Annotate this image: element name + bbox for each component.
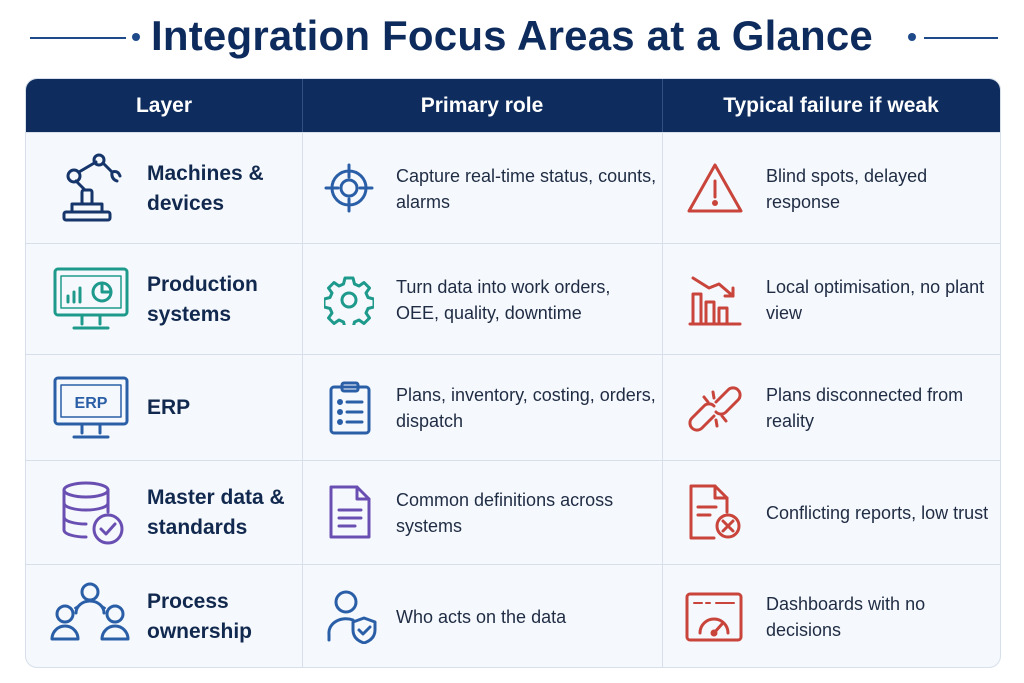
svg-text:ERP: ERP (75, 395, 108, 412)
failure-text: Dashboards with no decisions (766, 593, 926, 640)
table-row: ERP ERP Plans, inventory, costing, order… (26, 354, 1000, 461)
title-dot-right (908, 33, 916, 41)
layer-label: Process ownership (147, 589, 253, 643)
broken-link-icon (688, 382, 742, 436)
header-layer: Layer (135, 94, 193, 117)
title-rule-left (30, 37, 126, 39)
layer-cell: Production systems (26, 244, 302, 355)
failure-text: Conflicting reports, low trust (766, 503, 989, 523)
layer-label: Machines & devices (147, 161, 264, 215)
role-cell: Turn data into work orders, OEE, quality… (302, 244, 662, 355)
failure-cell: Local optimisation, no plant view (662, 244, 1000, 355)
title-row: Integration Focus Areas at a Glance (0, 0, 1024, 78)
table-row: Master data & standards Common definitio… (26, 460, 1000, 565)
layer-cell: ERP ERP (26, 355, 302, 461)
user-shield-icon (326, 590, 378, 644)
failure-cell: Blind spots, delayed response (662, 133, 1000, 244)
role-text: Plans, inventory, costing, orders, dispa… (396, 385, 656, 431)
erp-monitor-icon: ERP (52, 375, 130, 441)
gear-icon (324, 275, 374, 325)
database-check-icon (60, 481, 126, 547)
failure-text: Local optimisation, no plant view (766, 276, 985, 323)
title-dot-left (132, 33, 140, 41)
title-rule-right (924, 37, 998, 39)
failure-text: Blind spots, delayed response (766, 165, 928, 212)
layer-label: Production systems (147, 272, 258, 326)
layer-cell: Master data & standards (26, 461, 302, 565)
failure-cell: Plans disconnected from reality (662, 355, 1000, 461)
robot-arm-icon (52, 150, 128, 226)
focus-areas-table: Layer Primary role Typical failure if we… (25, 78, 1001, 668)
failure-cell: Dashboards with no decisions (662, 565, 1000, 667)
gauge-dashboard-icon (684, 591, 744, 645)
document-icon (328, 484, 372, 540)
table-row: Process ownership Who acts on the data (26, 564, 1000, 667)
column-divider (302, 132, 303, 667)
layer-cell: Machines & devices (26, 133, 302, 244)
clipboard-checklist-icon (328, 380, 372, 436)
role-cell: Plans, inventory, costing, orders, dispa… (302, 355, 662, 461)
layer-cell: Process ownership (26, 565, 302, 667)
warning-triangle-icon (685, 161, 745, 215)
role-cell: Capture real-time status, counts, alarms (302, 133, 662, 244)
page-title: Integration Focus Areas at a Glance (151, 12, 873, 59)
declining-bar-chart-icon (687, 272, 743, 328)
header-primary-role: Primary role (420, 94, 544, 117)
header-divider (302, 79, 303, 132)
role-cell: Who acts on the data (302, 565, 662, 667)
role-text: Capture real-time status, counts, alarms (396, 165, 657, 212)
column-divider (662, 132, 663, 667)
role-text: Turn data into work orders, OEE, quality… (396, 276, 611, 323)
monitor-dashboard-icon (52, 266, 130, 334)
target-crosshair-icon (324, 163, 374, 213)
table-row: Machines & devices Capture real-time sta… (26, 132, 1000, 244)
header-typical-failure: Typical failure if weak (723, 94, 939, 117)
people-team-icon (50, 581, 130, 643)
role-text: Common definitions across systems (396, 490, 614, 536)
table-row: Production systems Turn data into work o… (26, 243, 1000, 355)
failure-cell: Conflicting reports, low trust (662, 461, 1000, 565)
role-cell: Common definitions across systems (302, 461, 662, 565)
layer-label: ERP (147, 396, 191, 419)
layer-label: Master data & standards (147, 486, 285, 539)
role-text: Who acts on the data (396, 606, 567, 627)
failure-text: Plans disconnected from reality (766, 385, 964, 431)
table-header: Layer Primary role Typical failure if we… (26, 79, 1000, 132)
document-error-icon (688, 483, 742, 541)
header-divider (662, 79, 663, 132)
